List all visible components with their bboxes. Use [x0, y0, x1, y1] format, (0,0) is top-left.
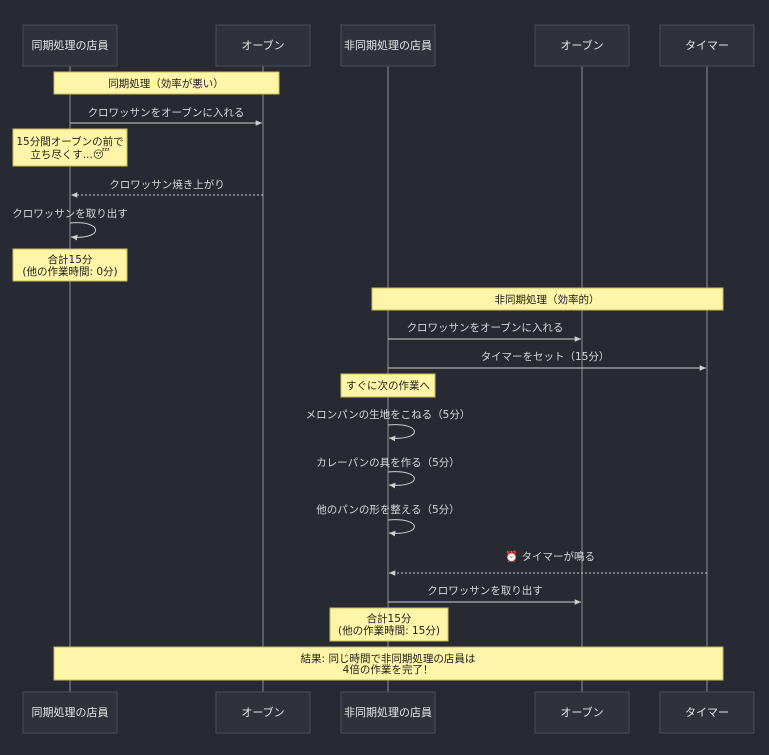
note-sync-total: 合計15分 (他の作業時間: 0分)	[12, 248, 128, 282]
actor-async-staff-bottom: 非同期処理の店員	[340, 691, 436, 734]
self-message-arrow	[387, 424, 415, 442]
actor-oven-1-top: オーブン	[215, 24, 311, 67]
note-async-next: すぐに次の作業へ	[340, 373, 436, 398]
note-text: 同期処理（効率が悪い）	[108, 77, 224, 90]
message-label: クロワッサンを取り出す	[427, 584, 543, 597]
self-message-arrow	[387, 519, 415, 537]
actor-timer-top: タイマー	[659, 24, 755, 67]
actor-label: オーブン	[241, 38, 284, 52]
note-text: 立ち尽くす...😴	[30, 148, 110, 161]
actor-label: 同期処理の店員	[32, 705, 109, 719]
actor-label: 非同期処理の店員	[344, 38, 432, 52]
note-result: 結果: 同じ時間で非同期処理の店員は 4倍の作業を完了！	[53, 646, 724, 681]
note-text: 4倍の作業を完了！	[343, 663, 434, 676]
message-label: 他のパンの形を整える（5分）	[316, 503, 459, 516]
actor-label: オーブン	[241, 705, 284, 719]
actor-sync-staff-bottom: 同期処理の店員	[22, 691, 118, 734]
actor-label: 同期処理の店員	[32, 38, 109, 52]
actor-oven-2-top: オーブン	[534, 24, 630, 67]
actor-label: オーブン	[560, 38, 603, 52]
message-label: ⏰ タイマーが鳴る	[505, 550, 595, 563]
actor-label: タイマー	[685, 706, 729, 719]
actor-label: オーブン	[560, 705, 603, 719]
note-sync-wait: 15分間オーブンの前で 立ち尽くす...😴	[12, 128, 128, 167]
note-text: すぐに次の作業へ	[346, 379, 430, 392]
message-label: カレーパンの具を作る（5分）	[316, 457, 460, 469]
note-text: (他の作業時間: 0分)	[22, 265, 117, 278]
note-text: 結果: 同じ時間で非同期処理の店員は	[301, 652, 476, 665]
self-message-arrow	[387, 471, 415, 489]
actor-oven-1-bottom: オーブン	[215, 691, 311, 734]
note-async-title: 非同期処理（効率的）	[371, 287, 724, 311]
message-label: クロワッサンをオーブンに入れる	[407, 321, 564, 334]
actor-label: タイマー	[685, 39, 729, 52]
actor-timer-bottom: タイマー	[659, 691, 755, 734]
note-sync-title: 同期処理（効率が悪い）	[53, 71, 280, 95]
message-label: クロワッサンをオーブンに入れる	[88, 106, 245, 119]
message-label: メロンパンの生地をこねる（5分）	[306, 408, 471, 421]
note-text: 合計15分	[48, 253, 93, 266]
actor-label: 非同期処理の店員	[344, 705, 432, 719]
note-text: 15分間オーブンの前で	[16, 135, 123, 148]
actor-sync-staff-top: 同期処理の店員	[22, 24, 118, 67]
actor-oven-2-bottom: オーブン	[534, 691, 630, 734]
note-text: 合計15分	[367, 612, 412, 625]
note-async-total: 合計15分 (他の作業時間: 15分)	[329, 607, 449, 642]
actor-async-staff-top: 非同期処理の店員	[340, 24, 436, 67]
message-label: クロワッサンを取り出す	[12, 207, 128, 220]
message-label: タイマーをセット（15分）	[481, 351, 610, 363]
message-label: クロワッサン焼き上がり	[109, 178, 225, 191]
note-text: (他の作業時間: 15分)	[338, 624, 440, 637]
note-text: 非同期処理（効率的）	[495, 293, 600, 306]
self-message-arrow	[69, 222, 97, 241]
